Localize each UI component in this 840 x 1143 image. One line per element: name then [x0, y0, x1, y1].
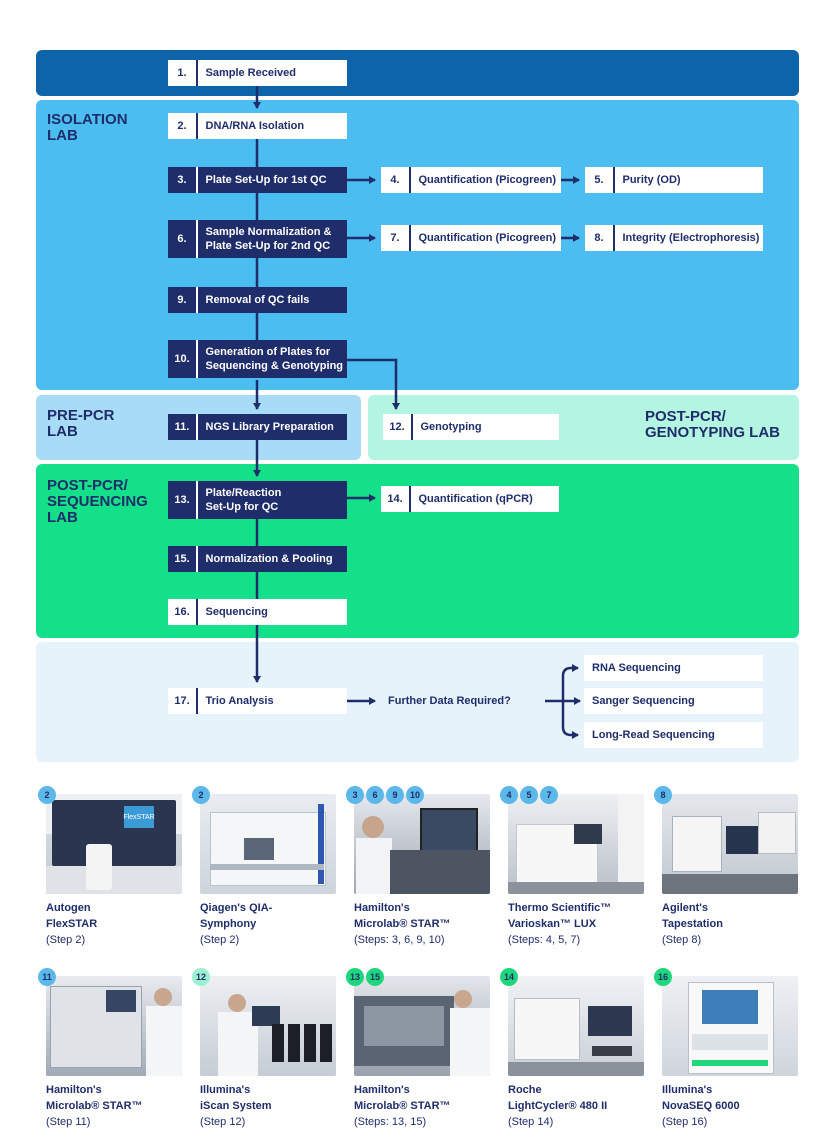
instrument-name: Autogen FlexSTAR — [46, 902, 98, 930]
instrument-photo — [354, 794, 490, 894]
option-long-read-sequencing: Long-Read Sequencing — [584, 722, 763, 748]
step-3-plate-setup-1st-qc: 3. Plate Set-Up for 1st QC — [168, 167, 347, 193]
step-badge: 13 — [346, 968, 364, 986]
step-11-ngs-library-prep: 11. NGS Library Preparation — [168, 414, 347, 440]
step-badge: 12 — [192, 968, 210, 986]
further-data-required: Further Data Required? — [388, 695, 511, 707]
step-badge: 15 — [366, 968, 384, 986]
step-badge: 7 — [540, 786, 558, 804]
instrument-photo — [662, 976, 798, 1076]
instrument-photo — [200, 794, 336, 894]
step-16-sequencing: 16. Sequencing — [168, 599, 347, 625]
instrument-card-hamilton-steps-13-15: 13 15 Hamilton's Microlab® STAR™ (Steps:… — [346, 968, 490, 1130]
instrument-photo — [354, 976, 490, 1076]
instrument-photo — [662, 794, 798, 894]
instrument-name: Roche LightCycler® 480 II — [508, 1084, 608, 1112]
step-12-genotyping: 12. Genotyping — [383, 414, 559, 440]
branch-long-read — [561, 701, 579, 739]
post-pcr-sequencing-lab-label: POST-PCR/ SEQUENCING LAB — [47, 477, 148, 526]
step-badge: 5 — [520, 786, 538, 804]
step-6-sample-normalization: 6. Sample Normalization & Plate Set-Up f… — [168, 220, 347, 258]
step-badge: 16 — [654, 968, 672, 986]
instrument-name: Thermo Scientific™ Varioskan™ LUX — [508, 902, 612, 930]
instrument-photo — [200, 976, 336, 1076]
instrument-steps: (Step 11) — [46, 1116, 91, 1128]
step-badge: 11 — [38, 968, 56, 986]
instrument-name: Illumina's NovaSEQ 6000 — [662, 1084, 740, 1112]
instrument-card-qiagen-qiasymphony: 2 Qiagen's QIA- Symphony (Step 2) — [192, 786, 336, 948]
instrument-name: Hamilton's Microlab® STAR™ — [354, 1084, 451, 1112]
step-badge: 2 — [192, 786, 210, 804]
step-4-quantification: 4. Quantification (Picogreen) — [381, 167, 561, 193]
step-badge: 14 — [500, 968, 518, 986]
option-sanger-sequencing: Sanger Sequencing — [584, 688, 763, 714]
step-14-quantification-qpcr: 14. Quantification (qPCR) — [381, 486, 559, 512]
instrument-photo — [508, 794, 644, 894]
step-13-plate-reaction-setup: 13. Plate/Reaction Set-Up for QC — [168, 481, 347, 519]
instrument-name: Agilent's Tapestation — [662, 902, 723, 930]
instrument-card-illumina-novaseq: 16 Illumina's NovaSEQ 6000 (Step 16) — [654, 968, 798, 1130]
step-badge: 2 — [38, 786, 56, 804]
pre-pcr-lab-label: PRE-PCR LAB — [47, 407, 115, 440]
instrument-card-roche-lightcycler: 14 Roche LightCycler® 480 II (Step 14) — [500, 968, 644, 1130]
instrument-steps: (Step 12) — [200, 1116, 246, 1128]
step-5-purity: 5. Purity (OD) — [585, 167, 763, 193]
sample-received-band — [36, 50, 799, 96]
step-7-quantification: 7. Quantification (Picogreen) — [381, 225, 561, 251]
step-badge: 4 — [500, 786, 518, 804]
instrument-steps: (Steps: 3, 6, 9, 10) — [354, 934, 445, 946]
step-badge: 6 — [366, 786, 384, 804]
step-badge: 3 — [346, 786, 364, 804]
instrument-photo — [508, 976, 644, 1076]
instrument-card-illumina-iscan: 12 Illumina's iScan System (Step 12) — [192, 968, 336, 1130]
step-badge: 9 — [386, 786, 404, 804]
isolation-lab-label: ISOLATION LAB — [47, 111, 128, 144]
instrument-steps: (Step 2) — [46, 934, 86, 946]
instrument-steps: (Steps: 13, 15) — [354, 1116, 427, 1128]
instrument-card-autogen-flexstar: FlexSTAR 2 Autogen FlexSTAR (Step 2) — [38, 786, 182, 948]
step-badge: 10 — [406, 786, 424, 804]
step-10-generation-of-plates: 10. Generation of Plates for Sequencing … — [168, 340, 347, 378]
instrument-card-agilent-tapestation: 8 Agilent's Tapestation (Step 8) — [654, 786, 798, 948]
post-pcr-genotyping-lab-label: POST-PCR/ GENOTYPING LAB — [645, 408, 781, 441]
instrument-photo: FlexSTAR — [46, 794, 182, 894]
instrument-steps: (Steps: 4, 5, 7) — [508, 934, 581, 946]
instrument-card-hamilton-step-11: 11 Hamilton's Microlab® STAR™ (Step 11) — [38, 968, 182, 1130]
instrument-name: Hamilton's Microlab® STAR™ — [46, 1084, 143, 1112]
arrow-10-12 — [347, 358, 400, 410]
instrument-name: Hamilton's Microlab® STAR™ — [354, 902, 451, 930]
step-9-removal-qc-fails: 9. Removal of QC fails — [168, 287, 347, 313]
step-2-dna-rna-isolation: 2. DNA/RNA Isolation — [168, 113, 347, 139]
instrument-card-hamilton-steps-3-6-9-10: 3 6 9 10 Hamilton's Microlab® STAR™ (Ste… — [346, 786, 490, 948]
step-8-integrity: 8. Integrity (Electrophoresis) — [585, 225, 763, 251]
instrument-steps: (Step 14) — [508, 1116, 554, 1128]
option-rna-sequencing: RNA Sequencing — [584, 655, 763, 681]
step-1-sample-received: 1. Sample Received — [168, 60, 347, 86]
instrument-steps: (Step 8) — [662, 934, 702, 946]
instrument-name: Illumina's iScan System — [200, 1084, 272, 1112]
step-15-normalization-pooling: 15. Normalization & Pooling — [168, 546, 347, 572]
instrument-steps: (Step 16) — [662, 1116, 708, 1128]
instrument-card-thermo-varioskan: 4 5 7 Thermo Scientific™ Varioskan™ LUX … — [500, 786, 644, 948]
step-17-trio-analysis: 17. Trio Analysis — [168, 688, 347, 714]
instrument-name: Qiagen's QIA- Symphony — [200, 902, 273, 930]
instrument-photo — [46, 976, 182, 1076]
instrument-steps: (Step 2) — [200, 934, 240, 946]
branch-rna — [561, 664, 579, 701]
step-badge: 8 — [654, 786, 672, 804]
